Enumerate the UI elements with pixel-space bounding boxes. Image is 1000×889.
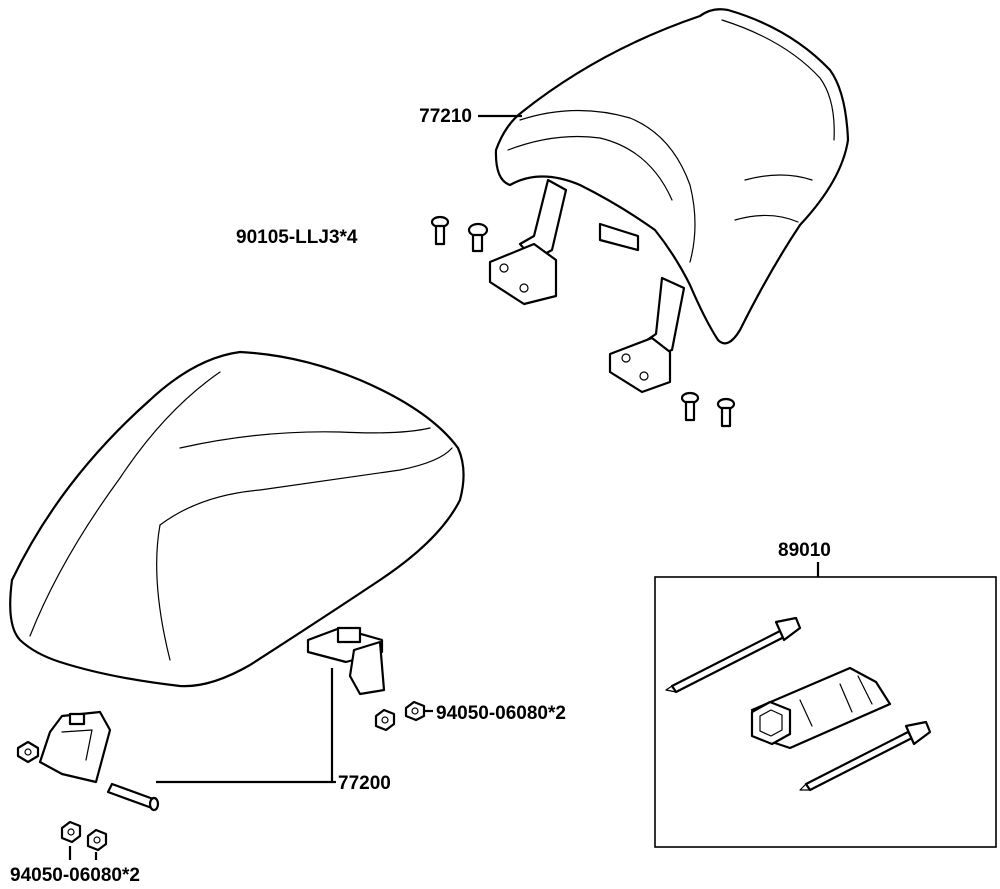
nut — [374, 708, 396, 732]
seat-hinge — [306, 626, 386, 696]
callout-77200: 77200 — [338, 773, 391, 794]
callout-94050-06080-right: 94050-06080*2 — [436, 703, 566, 724]
rear-cushion-left-bracket — [488, 178, 568, 306]
screw — [716, 397, 736, 428]
screwdriver — [799, 720, 932, 792]
callout-90105-LLJ3: 90105-LLJ3*4 — [236, 227, 358, 248]
nut-pair-bottom — [60, 820, 108, 852]
seat-lock — [38, 710, 112, 784]
rear-cushion-right-bracket — [608, 276, 686, 394]
screw-group-bottom — [680, 391, 736, 428]
callout-94050-06080-bottom: 94050-06080*2 — [10, 865, 140, 886]
rear-cushion-tab — [598, 222, 640, 252]
tool-kit — [665, 616, 932, 792]
screw — [680, 391, 700, 422]
hinge-pin — [106, 782, 160, 812]
lock-nut — [16, 740, 40, 764]
callout-89010: 89010 — [778, 540, 831, 561]
nut-pair-right — [374, 700, 426, 732]
nut — [86, 828, 108, 852]
seat-body — [9, 350, 465, 688]
callout-77210: 77210 — [419, 106, 472, 127]
rear-cushion-body — [494, 8, 850, 345]
screw — [430, 215, 450, 246]
rear-cushion — [488, 8, 850, 394]
screw-group-top — [430, 215, 489, 253]
box-wrench — [750, 666, 892, 750]
screw — [467, 222, 489, 253]
seat-assy — [9, 350, 465, 688]
nut — [60, 820, 82, 844]
screwdriver — [665, 616, 802, 694]
tool-kit-box — [654, 576, 997, 848]
nut — [404, 700, 426, 722]
